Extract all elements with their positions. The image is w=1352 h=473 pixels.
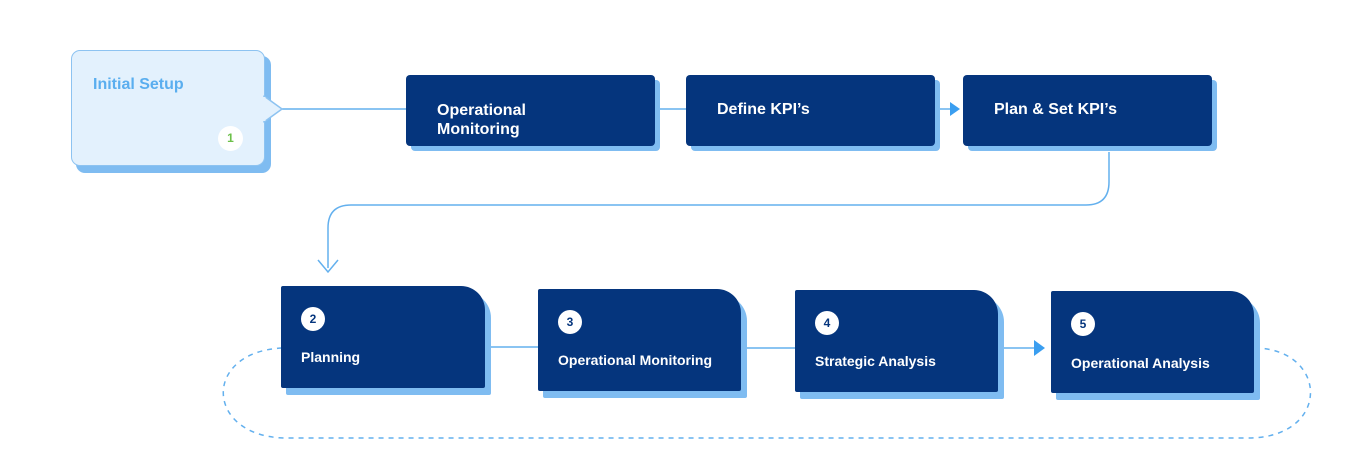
bottom-box-label: Operational Analysis: [1071, 355, 1210, 371]
step-badge: 4: [815, 311, 839, 335]
top-box-label: Operational Monitoring: [437, 102, 526, 138]
initial-setup-title: Initial Setup: [93, 76, 184, 93]
top-box-label: Define KPI’s: [717, 101, 810, 118]
bottom-box-label: Operational Monitoring: [558, 352, 712, 368]
step-badge: 2: [301, 307, 325, 331]
connector-plan-to-planning: [327, 152, 1110, 268]
initial-setup-card[interactable]: Initial Setup 1: [71, 50, 265, 166]
arrowhead-down-icon: [317, 259, 339, 274]
bottom-box-label: Planning: [301, 349, 361, 365]
bottom-box-operational-monitoring[interactable]: 3 Operational Monitoring: [538, 289, 741, 391]
bottom-box-strategic-analysis[interactable]: 4 Strategic Analysis: [795, 290, 998, 392]
step-badge: 3: [558, 310, 582, 334]
top-box-operational-monitoring[interactable]: Operational Monitoring: [406, 75, 655, 146]
bottom-box-label: Strategic Analysis: [815, 353, 936, 369]
bottom-box-planning[interactable]: 2 Planning: [281, 286, 485, 388]
top-box-label: Plan & Set KPI’s: [994, 101, 1117, 118]
step-badge: 5: [1071, 312, 1095, 336]
arrowhead-right-icon: [1034, 340, 1045, 356]
arrowhead-right-icon: [950, 102, 960, 116]
bottom-box-operational-analysis[interactable]: 5 Operational Analysis: [1051, 291, 1254, 393]
step-badge: 1: [218, 126, 243, 151]
top-box-define-kpis[interactable]: Define KPI’s: [686, 75, 935, 146]
top-box-plan-set-kpis[interactable]: Plan & Set KPI’s: [963, 75, 1212, 146]
